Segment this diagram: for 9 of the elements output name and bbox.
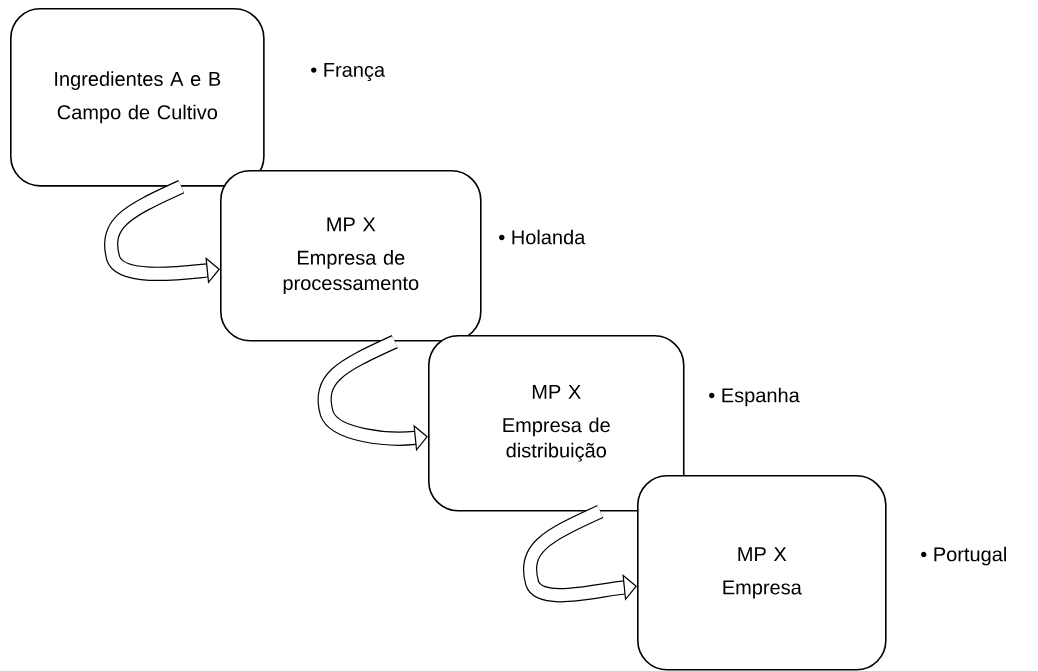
bullet-label: • Portugal	[921, 546, 1006, 566]
process-box: MP X Empresa	[637, 475, 887, 671]
bullet-label: • Espanha	[709, 387, 800, 407]
bullet-label: • Holanda	[499, 229, 586, 245]
process-box: Ingredientes A e B Campo de Cultivo	[10, 8, 265, 187]
curved-arrow	[522, 505, 637, 603]
bullet-label: • França	[311, 63, 386, 81]
process-box: MP X Empresa de processamento	[220, 170, 482, 342]
process-box: MP X Empresa de distribuição	[428, 335, 685, 512]
